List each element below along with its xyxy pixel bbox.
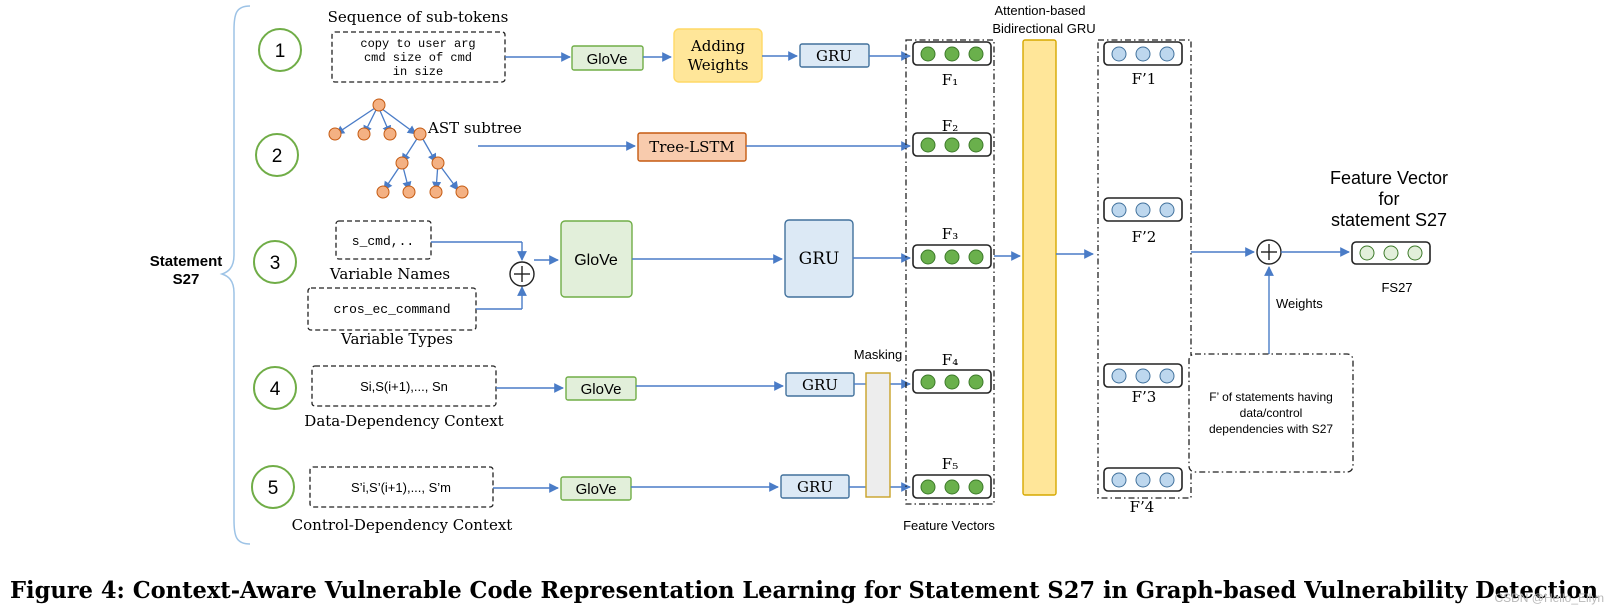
f-prime-label-1: F’1 xyxy=(1132,70,1157,88)
row-2-circle xyxy=(255,133,299,177)
row-4-glove-label: GloVe xyxy=(581,381,622,398)
row-5-glove-label: GloVe xyxy=(576,481,617,498)
output-title-line2: for xyxy=(1378,189,1399,209)
row-4-gru-label: GRU xyxy=(802,376,838,394)
weighted-sum-plus-icon xyxy=(1256,239,1282,265)
row-1-gru-label: GRU xyxy=(816,47,852,65)
attention-label-line1: Attention-based xyxy=(994,3,1085,18)
row-5-code: S’i,S’(i+1),..., S’m xyxy=(351,480,451,495)
feature-vector-f4 xyxy=(912,369,992,394)
row-5-glove-block xyxy=(560,476,632,501)
feature-label-f3: F₃ xyxy=(942,225,958,243)
feature-vector-f1 xyxy=(912,41,992,66)
row-1-code-line2: cmd size of cmd xyxy=(364,51,472,65)
feature-label-f2: F₂ xyxy=(942,117,958,135)
f-prime-label-3: F’3 xyxy=(1132,388,1157,406)
feature-label-f1: F₁ xyxy=(942,71,958,89)
row-4-glove-block xyxy=(565,376,637,401)
attention-label-line2: Bidirectional GRU xyxy=(992,21,1095,36)
row-5-number: 5 xyxy=(268,478,279,499)
output-vector-fs27 xyxy=(1351,241,1431,265)
row-5-code-box xyxy=(309,466,494,508)
row-1-number: 1 xyxy=(275,41,286,62)
row-1-code-line3: in size xyxy=(393,65,443,79)
row-1-code-line1: copy to user arg xyxy=(360,37,475,51)
row-4-code: Si,S(i+1),..., Sn xyxy=(360,379,448,394)
row-5-gru-label: GRU xyxy=(797,478,833,496)
adding-weights-line1: Adding xyxy=(690,37,745,55)
feature-vector-f3 xyxy=(912,244,992,269)
output-title-line1: Feature Vector xyxy=(1330,168,1448,188)
var-names-label: Variable Names xyxy=(329,265,450,283)
output-title-line3: statement S27 xyxy=(1331,210,1447,230)
masking-label: Masking xyxy=(854,347,902,362)
f-prime-vector-2 xyxy=(1103,197,1183,222)
f-prime-vector-1 xyxy=(1103,41,1183,66)
masking-block xyxy=(865,372,891,498)
row-3-glove-label: GloVe xyxy=(574,252,618,269)
watermark: CSDN @Hello_Ellyn xyxy=(1494,591,1604,605)
var-names-code-box xyxy=(335,220,432,260)
row-1-glove-label: GloVe xyxy=(587,51,628,68)
f-prime-label-4: F’4 xyxy=(1130,498,1155,516)
statement-label-line1: Statement xyxy=(150,253,223,270)
row-3-number: 3 xyxy=(270,253,281,274)
row-2-label: AST subtree xyxy=(427,119,522,137)
row-5-label: Control-Dependency Context xyxy=(292,516,513,534)
row-3-gru-label: GRU xyxy=(799,249,840,269)
output-label: FS27 xyxy=(1381,280,1412,295)
f-prime-label-2: F’2 xyxy=(1132,228,1157,246)
feature-vectors-caption: Feature Vectors xyxy=(903,518,995,533)
feature-label-f5: F₅ xyxy=(942,455,958,473)
figure-caption: Figure 4: Context-Aware Vulnerable Code … xyxy=(10,577,1598,604)
row-1-circle xyxy=(258,28,302,72)
feature-label-f4: F₄ xyxy=(942,351,958,369)
f-prime-frame xyxy=(1097,39,1192,499)
row-1-glove-block xyxy=(571,45,644,71)
row-4-circle xyxy=(253,366,297,410)
adding-weights-line2: Weights xyxy=(688,56,749,74)
weights-label: Weights xyxy=(1276,296,1323,311)
tree-lstm-label: Tree-LSTM xyxy=(649,138,735,156)
var-types-code: cros_ec_command xyxy=(333,302,450,317)
row-4-label: Data-Dependency Context xyxy=(304,412,503,430)
statement-label-line2: S27 xyxy=(173,271,200,288)
row-4-number: 4 xyxy=(270,379,281,400)
dependencies-note-line1: F’ of statements having xyxy=(1209,390,1333,404)
row-1-label: Sequence of sub-tokens xyxy=(328,8,509,26)
row-2-number: 2 xyxy=(272,146,283,167)
ast-subtree-icon xyxy=(328,98,469,199)
dependencies-note-box xyxy=(1188,353,1354,473)
var-types-label: Variable Types xyxy=(340,330,453,348)
combine-plus-icon xyxy=(509,261,535,287)
f-prime-vector-3 xyxy=(1103,363,1183,388)
f-prime-vector-4 xyxy=(1103,467,1183,492)
row-3-circle xyxy=(253,240,297,284)
tree-lstm-block xyxy=(637,132,747,162)
feature-vectors-frame xyxy=(905,39,995,505)
feature-vector-f5 xyxy=(912,474,992,499)
row-4-code-box xyxy=(311,365,497,407)
row-number-circles xyxy=(251,28,302,509)
row-5-circle xyxy=(251,465,295,509)
dependencies-note-line3: dependencies with S27 xyxy=(1209,422,1333,436)
var-names-code: s_cmd,.. xyxy=(352,234,414,249)
feature-vector-f2 xyxy=(912,132,992,157)
statement-brace xyxy=(219,5,251,545)
attention-bigru-block xyxy=(1022,39,1057,496)
dependencies-note-line2: data/control xyxy=(1240,406,1303,420)
